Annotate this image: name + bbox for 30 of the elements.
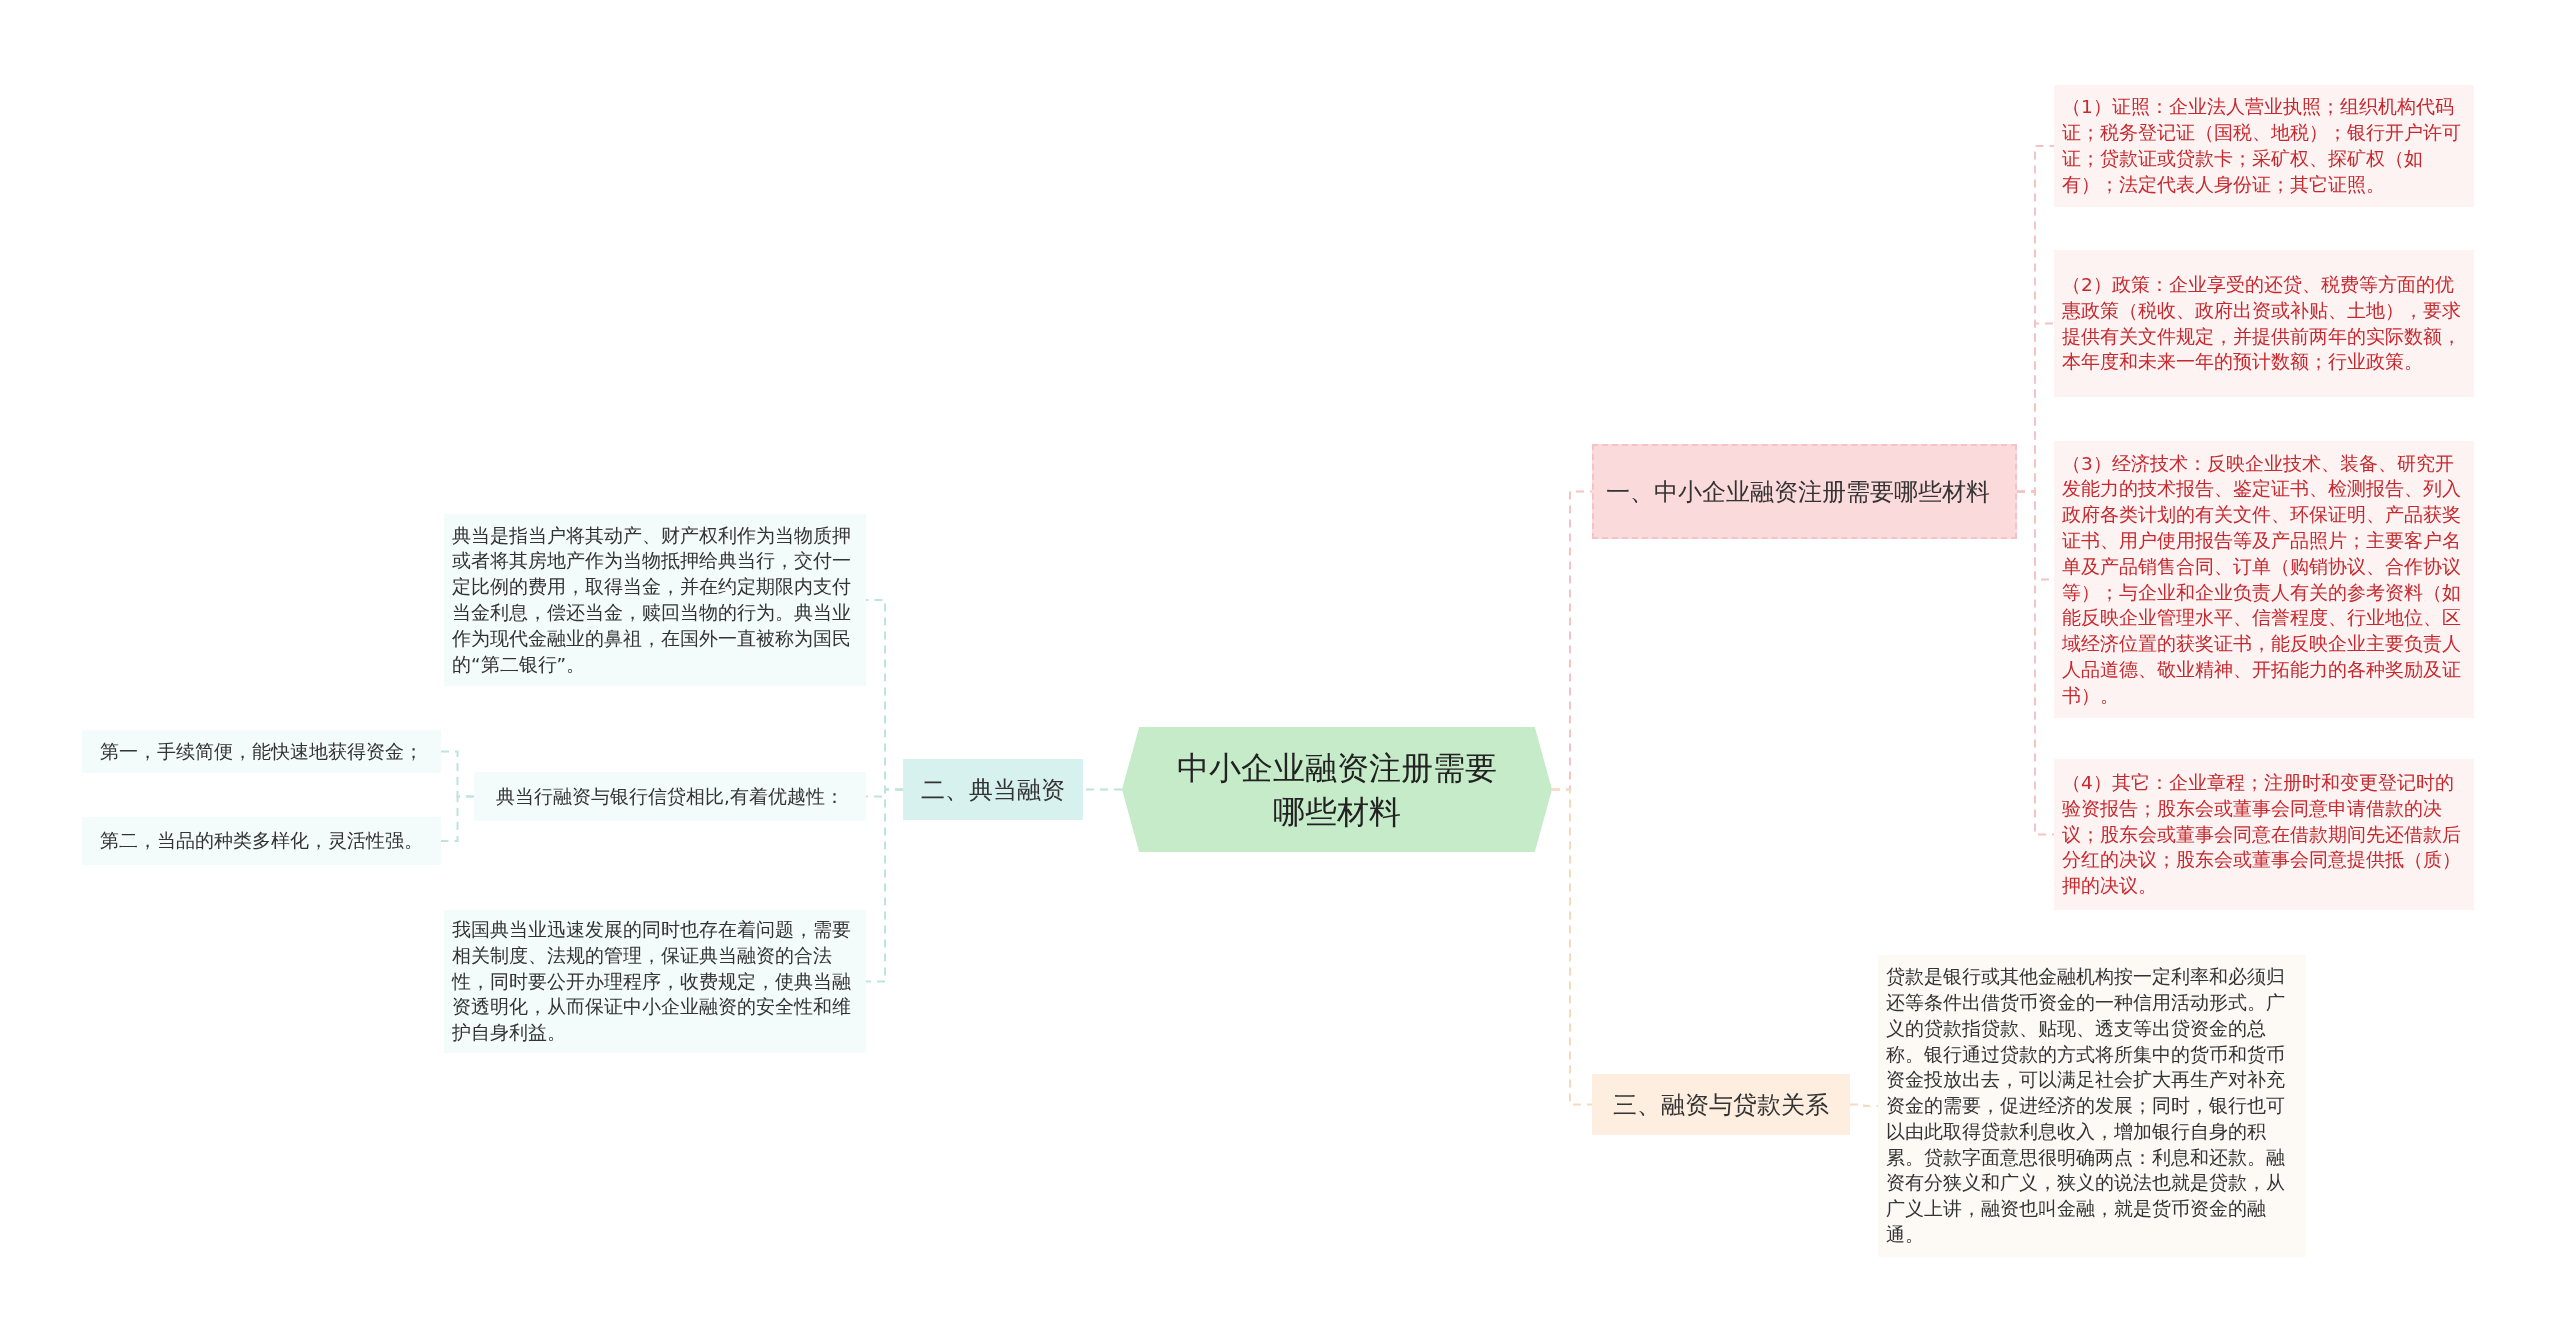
node-text: 典当行融资与银行信贷相比,有着优越性：: [496, 784, 844, 809]
node-text: 第一，手续简便，能快速地获得资金；: [100, 739, 423, 764]
hexagon-node: [1122, 727, 1552, 852]
text-card: [2054, 85, 2474, 207]
topic-box: [903, 759, 1083, 820]
text-card: [474, 772, 866, 821]
node-text: 我国典当业迅速发展的同时也存在着问题，需要相关制度、法规的管理，保证典当融资的合法性，同时要公开办理程序，收费规定，使典当融资透明化，从而保证中小企业融资的安全性和维护自身利益。: [452, 918, 852, 1046]
text-card: [2054, 250, 2474, 397]
text-card: [82, 817, 441, 865]
node-text: 典当是指当户将其动产、财产权利作为当物质押或者将其房地产作为当物抵押给典当行，交付一定比例的费用，取得当金，并在约定期限内支付当金利息，偿还当金，赎回当物的行为。典当业作为现代金融业的鼻祖，在国外一直被称为国民的“第二银行”。: [452, 523, 852, 677]
node-text: （1）证照：企业法人营业执照；组织机构代码证；税务登记证（国税、地税）；银行开户许可证；贷款证或贷款卡；采矿权、探矿权（如有）；法定代表人身份证；其它证照。: [2062, 95, 2462, 197]
text-card: [82, 730, 441, 773]
text-card: [2054, 759, 2474, 910]
node-text: 二、典当融资: [921, 774, 1065, 806]
node-text: 贷款是银行或其他金融机构按一定利率和必须归还等条件出借货币资金的一种信用活动形式。广义的贷款指贷款、贴现、透支等出贷资金的总称。银行通过贷款的方式将所集中的货币和货币资金投放出去，可以满足社会扩大再生产对补充资金的需要，促进经济的发展；同时，银行也可以由此取得贷款利息收入，增加银行自身的积累。贷款字面意思很明确两点：利息和还款。融资有分狭义和广义，狭义的说法也就是贷款，从广义上讲，融资也叫金融，就是货币资金的融通。: [1886, 965, 2286, 1248]
connector-line: [865, 788, 904, 983]
connector-line: [440, 795, 475, 842]
text-card: [444, 910, 866, 1053]
connector-line: [1551, 788, 1593, 1106]
node-text: （2）政策：企业享受的还贷、税费等方面的优惠政策（税收、政府出资或补贴、土地），要求提供有关文件规定，并提供前两年的实际数额，本年度和未来一年的预计数额；行业政策。: [2062, 272, 2462, 375]
node-text: （3）经济技术：反映企业技术、装备、研究开发能力的技术报告、鉴定证书、检测报告、列入政府各类计划的有关文件、环保证明、产品获奖证书、用户使用报告等及产品照片；主要客户名单及产品销售合同、订单（购销协议、合作协议等）；与企业和企业负责人有关的参考资料（如能反映企业管理水平、信誉程度、行业地位、区域经济位置的获奖证书，能反映企业主要负责人人品道德、敬业精神、开拓能力的各种奖励及证书）。: [2062, 451, 2462, 708]
connector-line: [1849, 1103, 1879, 1107]
node-text: 一、中小企业融资注册需要哪些材料: [1606, 476, 1991, 508]
node-text: 三、融资与贷款关系: [1613, 1089, 1829, 1121]
text-card: [444, 514, 866, 686]
node-text: （4）其它：企业章程；注册时和变更登记时的验资报告；股东会或董事会同意申请借款的决议；股东会或董事会同意在借款期间先还借款后分红的决议；股东会或董事会同意提供抵（质）押的决议。: [2062, 771, 2462, 899]
topic-box: [1592, 444, 2017, 539]
node-text: 中小企业融资注册需要哪些材料: [1176, 747, 1498, 833]
topic-box: [1592, 1074, 1850, 1135]
node-text: 第二，当品的种类多样化，灵活性强。: [100, 829, 423, 854]
